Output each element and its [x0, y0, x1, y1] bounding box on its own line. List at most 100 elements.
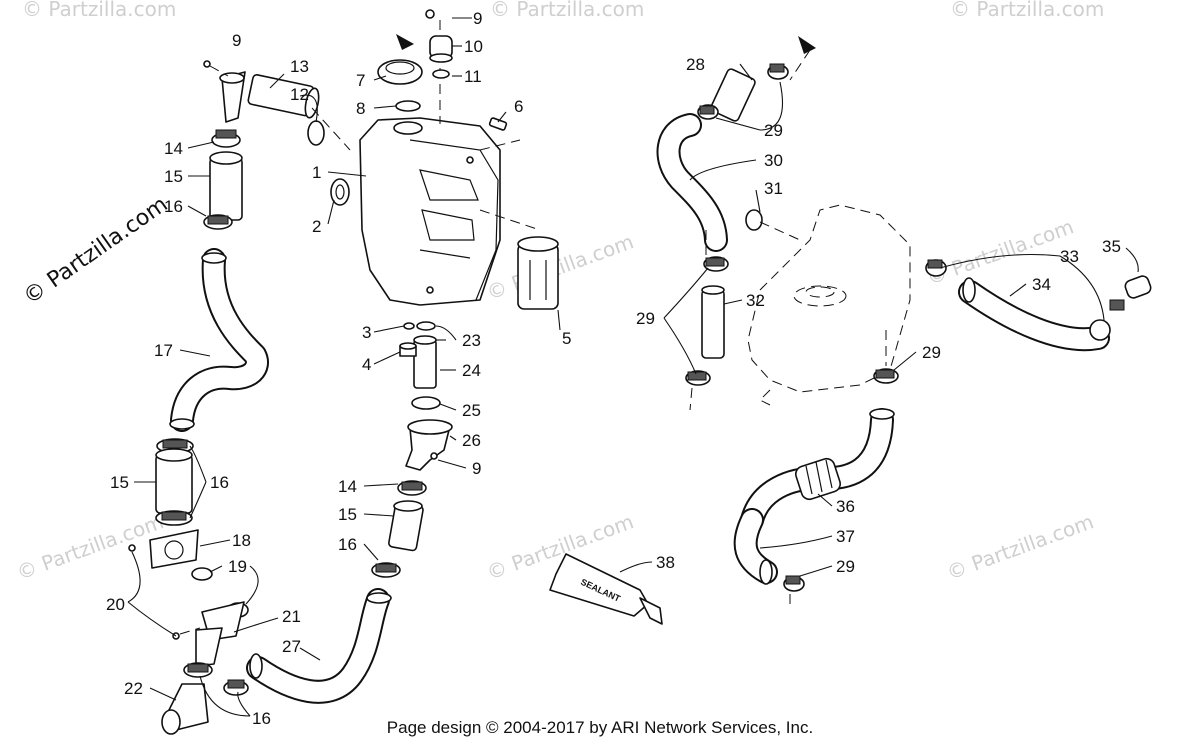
- part-12-oring: [307, 120, 325, 146]
- callout-numbers: 9 10 11 7 8 9 13 12 6 1 2 14 15 16 17 15…: [106, 9, 1121, 728]
- callout-32: 32: [746, 291, 765, 310]
- part-9-screw-outlet: [430, 452, 438, 460]
- callout-34: 34: [1032, 275, 1051, 294]
- part-3-washer: [403, 322, 415, 330]
- part-8-oring: [395, 100, 421, 112]
- watermark-top-left: © Partzilla.com: [22, 0, 176, 21]
- part-29-clamp-tank-right: [925, 259, 947, 277]
- callout-15-upper: 15: [164, 167, 183, 186]
- part-18-fitting: [149, 529, 199, 569]
- part-5-filter: [517, 236, 559, 310]
- part-25-oring: [411, 396, 441, 410]
- callout-12: 12: [290, 85, 309, 104]
- part-13-elbow: [219, 71, 320, 123]
- part-27-hose: [246, 588, 392, 704]
- part-9-screw-left: [203, 60, 211, 68]
- callout-5: 5: [562, 329, 571, 348]
- part-35-fitting: [1124, 275, 1152, 299]
- page-footer: Page design © 2004-2017 by ARI Network S…: [386, 718, 814, 737]
- callout-36: 36: [836, 497, 855, 516]
- callout-29-top: 29: [764, 121, 783, 140]
- callout-15-lower: 15: [110, 473, 129, 492]
- callout-22: 22: [124, 679, 143, 698]
- callout-23: 23: [462, 331, 481, 350]
- watermark-bottom-right: © Partzilla.com: [944, 509, 1097, 584]
- part-16-clamp-upper: [203, 214, 233, 230]
- part-22-boot: [161, 683, 209, 735]
- watermark-dark-left: © Partzilla.com: [19, 192, 172, 310]
- callout-13: 13: [290, 57, 309, 76]
- part-23-oring: [416, 321, 436, 331]
- part-28-hose: [710, 68, 756, 122]
- callout-24: 24: [462, 361, 481, 380]
- part-29-clamp-bottom: [783, 575, 805, 592]
- callout-3: 3: [362, 323, 371, 342]
- callout-38: 38: [656, 553, 675, 572]
- part-11-oring: [432, 69, 450, 79]
- part-15-hose-lower-left: [155, 448, 193, 514]
- part-38-sealant-tube: SEALANT: [549, 553, 663, 625]
- callout-29-left: 29: [636, 309, 655, 328]
- part-19-gasket: [191, 567, 213, 581]
- callout-9-top: 9: [473, 9, 482, 28]
- part-16-clamp-center: [371, 562, 401, 578]
- callout-27: 27: [282, 637, 301, 656]
- part-15-hose-center: [388, 500, 424, 552]
- part-30-hose: [656, 113, 728, 252]
- callout-14-center: 14: [338, 477, 357, 496]
- part-6-screw: [488, 117, 508, 131]
- part-4-plug: [399, 342, 417, 357]
- callout-16-bottom: 16: [252, 709, 271, 728]
- callout-30: 30: [764, 151, 783, 170]
- callout-1: 1: [312, 163, 321, 182]
- arrow-vent-left: [396, 34, 414, 50]
- part-29-clamp-tank-bottom: [873, 368, 899, 384]
- watermark-bottom-left: © Partzilla.com: [14, 509, 167, 584]
- watermark-mid-center: © Partzilla.com: [484, 229, 637, 304]
- callout-16-mid: 16: [210, 473, 229, 492]
- part-24-tube: [413, 335, 437, 389]
- part-34-hose: [958, 277, 1110, 352]
- callout-9-outlet: 9: [472, 459, 481, 478]
- callout-8: 8: [356, 99, 365, 118]
- part-29-clamp-left-lower: [685, 370, 711, 386]
- callout-26: 26: [462, 431, 481, 450]
- callout-35: 35: [1102, 237, 1121, 256]
- reference-oil-tank: [747, 204, 911, 406]
- part-1-oil-tank: [359, 117, 501, 306]
- callout-33: 33: [1060, 247, 1079, 266]
- part-37-hose: [733, 508, 778, 585]
- callout-4: 4: [362, 355, 371, 374]
- callout-14-upper: 14: [164, 139, 183, 158]
- part-36-muffler-hose: [740, 408, 895, 532]
- callout-29-bottom: 29: [836, 557, 855, 576]
- part-32-hose: [701, 285, 725, 359]
- part-17-hose: [169, 248, 269, 432]
- part-14-clamp-center: [397, 480, 427, 496]
- part-31-grommet: [745, 209, 763, 231]
- callout-7: 7: [356, 71, 365, 90]
- part-33-clamp: [1089, 299, 1125, 341]
- callout-10: 10: [464, 37, 483, 56]
- part-26-outlet-fitting: [405, 419, 453, 471]
- callout-9-left: 9: [232, 31, 241, 50]
- part-10-vent-fitting: [429, 35, 453, 63]
- callout-16-center: 16: [338, 535, 357, 554]
- part-9-screw-top: [425, 9, 435, 19]
- watermark-top-center: © Partzilla.com: [490, 0, 644, 21]
- callout-6: 6: [514, 97, 523, 116]
- part-16-clamp-lower: [155, 510, 193, 526]
- callout-29-right: 29: [922, 343, 941, 362]
- callout-16-upper: 16: [164, 197, 183, 216]
- callout-2: 2: [312, 217, 321, 236]
- callout-11: 11: [464, 67, 482, 86]
- callout-25: 25: [462, 401, 481, 420]
- callout-21: 21: [282, 607, 301, 626]
- callout-18: 18: [232, 531, 251, 550]
- callout-19: 19: [228, 557, 247, 576]
- part-29-clamp-top: [697, 63, 789, 120]
- callout-31: 31: [764, 179, 783, 198]
- callout-28: 28: [686, 55, 705, 74]
- watermark-top-right: © Partzilla.com: [950, 0, 1104, 21]
